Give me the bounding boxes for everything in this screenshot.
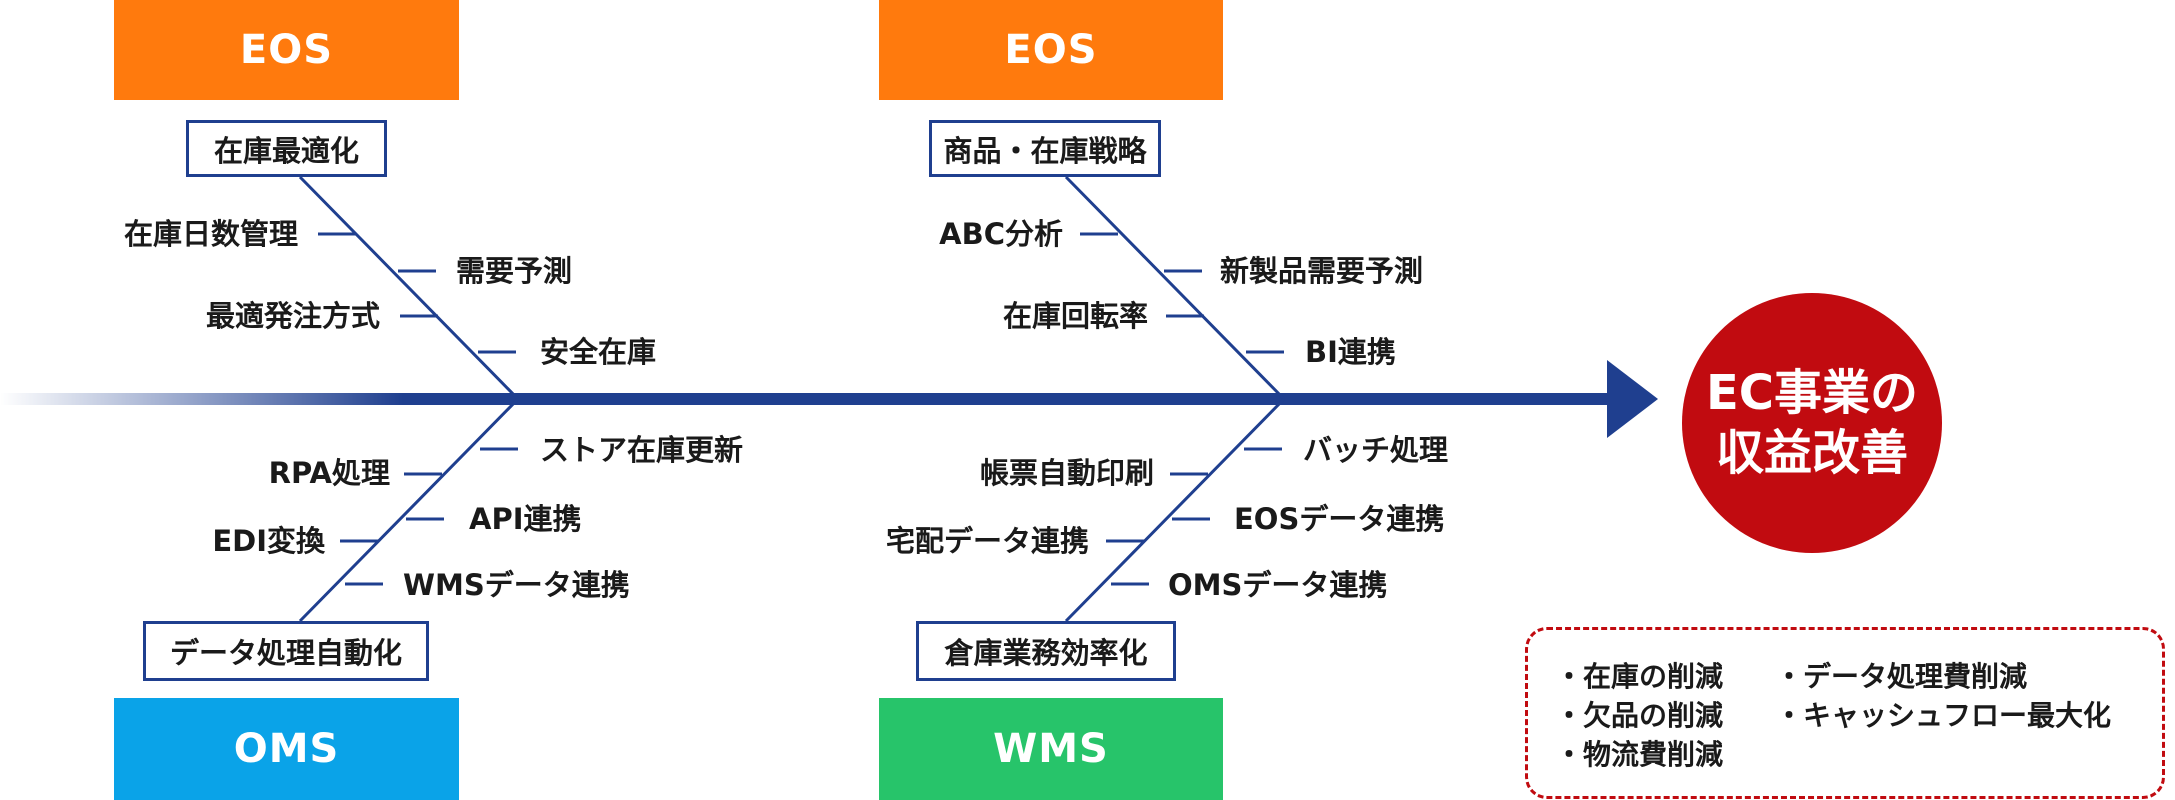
cause-label: RPA処理 [268, 456, 390, 490]
category-inventory-optimization: 在庫最適化 [186, 120, 387, 177]
result-item: ・在庫の削減 [1555, 660, 1724, 693]
eos-header-right: EOS [879, 0, 1223, 100]
cause-label: ストア在庫更新 [540, 433, 744, 467]
category-data-processing-automation: データ処理自動化 [143, 621, 429, 681]
cause-label: 宅配データ連携 [885, 524, 1089, 558]
cause-label: 安全在庫 [540, 335, 657, 369]
cause-label: 新製品需要予測 [1220, 254, 1424, 288]
cause-label: 需要予測 [456, 254, 573, 288]
wms-header: WMS [879, 698, 1223, 800]
cause-label: API連携 [469, 502, 582, 536]
cause-label: EOSデータ連携 [1234, 502, 1445, 536]
effect-title-line1: EC事業の [1705, 365, 1919, 421]
oms-header: OMS [114, 698, 459, 800]
cause-label: EDI変換 [212, 524, 325, 558]
main-spine [0, 393, 1610, 405]
cause-label: 在庫日数管理 [123, 217, 298, 251]
result-item: ・欠品の削減 [1555, 699, 1724, 732]
effect-title-line2: 収益改善 [1715, 425, 1908, 481]
effect-circle: EC事業の 収益改善 [1682, 293, 1942, 553]
result-item: ・キャッシュフロー最大化 [1775, 699, 2112, 732]
results-box [1525, 627, 2165, 799]
eos-header-left: EOS [114, 0, 459, 100]
cause-label: BI連携 [1305, 335, 1396, 369]
result-item: ・データ処理費削減 [1775, 660, 2028, 693]
cause-label: ABC分析 [939, 217, 1063, 251]
cause-label: WMSデータ連携 [403, 568, 630, 602]
bone-top-right [1064, 175, 1286, 401]
cause-label: OMSデータ連携 [1168, 568, 1388, 602]
cause-label: バッチ処理 [1303, 433, 1449, 467]
cause-label: 帳票自動印刷 [979, 456, 1154, 490]
bone-top-left [298, 175, 520, 401]
cause-label: 在庫回転率 [1002, 299, 1148, 333]
bone-bottom-left [298, 397, 520, 623]
spine-arrowhead [1607, 360, 1658, 438]
category-product-inventory-strategy: 商品・在庫戦略 [929, 120, 1161, 177]
cause-label: 最適発注方式 [205, 299, 380, 333]
result-item: ・物流費削減 [1555, 738, 1724, 771]
bone-bottom-right [1064, 397, 1286, 623]
category-warehouse-efficiency: 倉庫業務効率化 [916, 621, 1176, 681]
